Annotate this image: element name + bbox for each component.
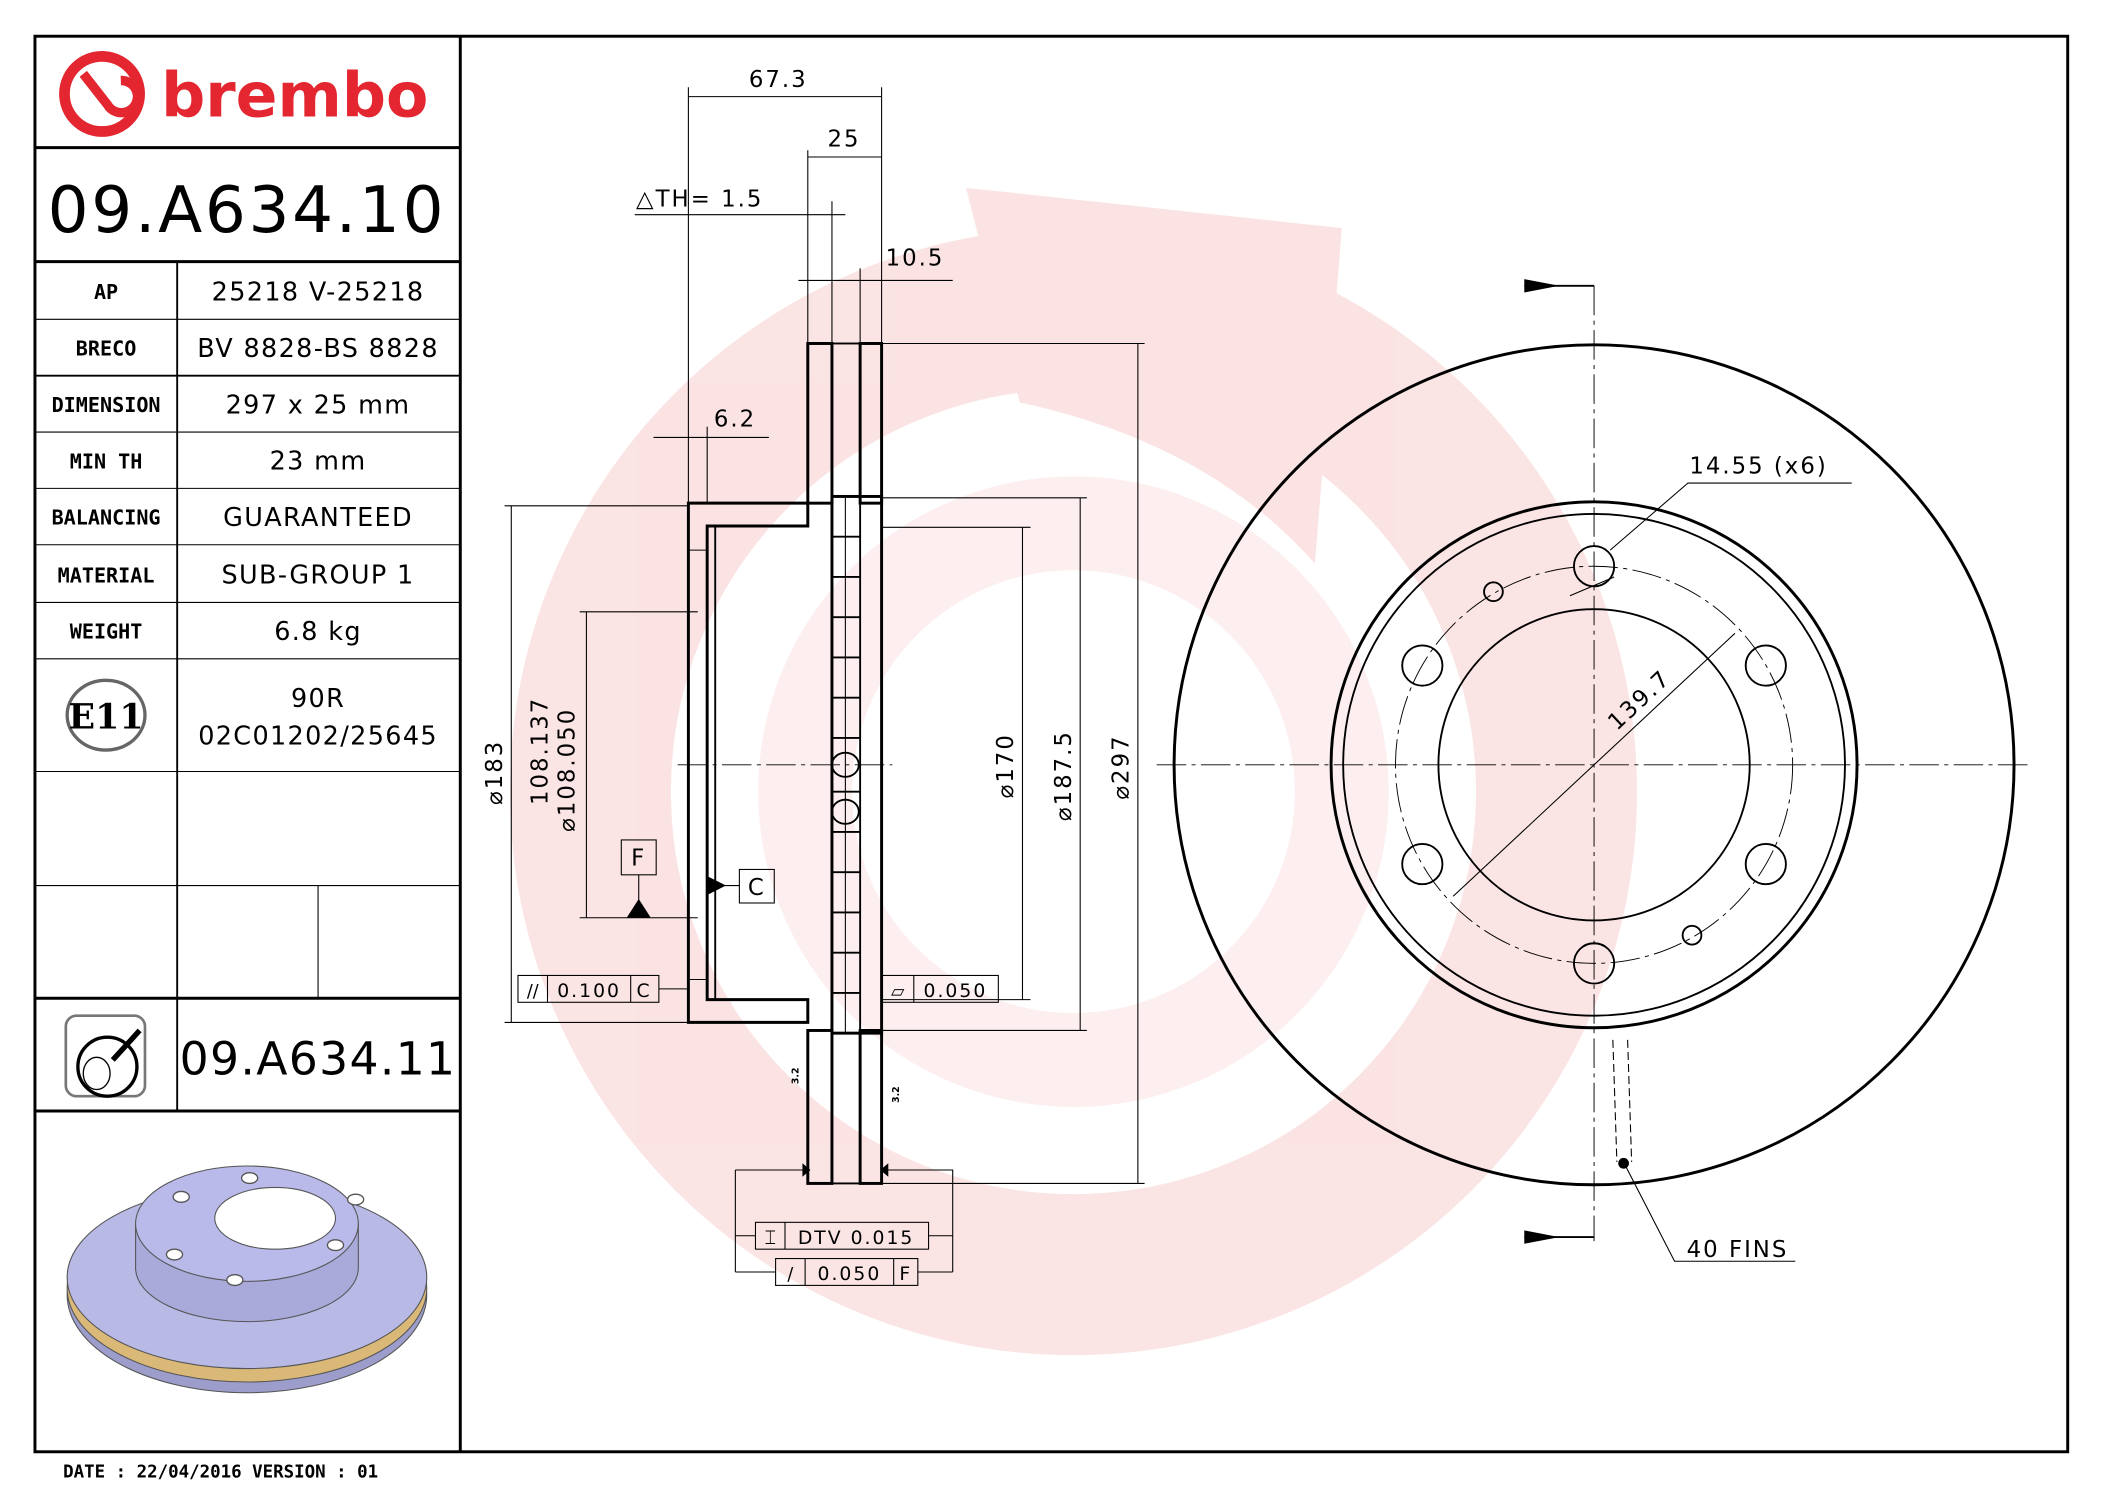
svg-text:F: F bbox=[899, 1264, 912, 1285]
roughness-left: 3.2 bbox=[790, 1068, 801, 1085]
svg-text:DTV 0.015: DTV 0.015 bbox=[798, 1228, 915, 1249]
dim-thickness: 25 bbox=[828, 126, 861, 152]
dim-delta-th: △TH= 1.5 bbox=[636, 187, 763, 213]
datum-f: F bbox=[631, 845, 646, 871]
tolerance-dtv: ⌶ DTV 0.015 bbox=[734, 1163, 954, 1272]
fins-label: 40 FINS bbox=[1687, 1237, 1789, 1263]
dia-187: ⌀187.5 bbox=[1051, 730, 1077, 821]
approval-line2: 02C01202/25645 bbox=[198, 722, 438, 752]
spec-label-dimension: DIMENSION bbox=[52, 393, 161, 417]
alt-part-number: 09.A634.11 bbox=[180, 1033, 457, 1086]
spec-label-material: MATERIAL bbox=[58, 563, 155, 587]
dim-overall-width: 67.3 bbox=[749, 67, 808, 93]
e11-approval-mark bbox=[65, 678, 147, 752]
brand-logo-text: brembo bbox=[161, 60, 428, 132]
dim-flange: 6.2 bbox=[714, 407, 756, 433]
tolerance-parallelism: // 0.100 C bbox=[517, 974, 689, 1003]
tolerance-flatness: ▱ 0.050 bbox=[881, 974, 999, 1003]
svg-text:▱: ▱ bbox=[891, 982, 905, 1002]
svg-text:C: C bbox=[637, 981, 652, 1002]
approval-line1: 90R bbox=[291, 684, 345, 714]
svg-text:/: / bbox=[787, 1265, 793, 1285]
spec-value-min-th: 23 mm bbox=[270, 447, 367, 477]
brembo-watermark bbox=[509, 187, 1638, 1356]
spec-label-balancing: BALANCING bbox=[52, 506, 161, 530]
spec-label-breco: BRECO bbox=[76, 337, 137, 361]
spec-value-weight: 6.8 kg bbox=[274, 617, 362, 647]
section-view: 67.3 25 △TH= 1.5 10.5 6.2 ⌀183 108.137 ⌀… bbox=[482, 67, 1145, 1286]
dia-pilot-max: 108.137 bbox=[528, 697, 554, 805]
dia-pilot-min: ⌀108.050 bbox=[554, 708, 580, 832]
drawing-frame bbox=[33, 34, 2070, 1454]
datum-c: C bbox=[748, 875, 766, 901]
coated-disc-icon bbox=[64, 1014, 147, 1098]
svg-text:⌶: ⌶ bbox=[765, 1228, 776, 1249]
roughness-right: 3.2 bbox=[891, 1086, 902, 1103]
hole-label: 14.55 (x6) bbox=[1689, 454, 1827, 480]
dia-297: ⌀297 bbox=[1108, 734, 1134, 799]
svg-text:0.050: 0.050 bbox=[817, 1264, 881, 1285]
vane-pattern bbox=[831, 535, 861, 994]
specs-table: AP 25218 V-25218 BRECO BV 8828-BS 8828 D… bbox=[34, 261, 461, 1113]
tolerance-runout: / 0.050 F bbox=[735, 1258, 953, 1286]
date-version: DATE : 22/04/2016 VERSION : 01 bbox=[63, 1462, 378, 1482]
svg-text:0.050: 0.050 bbox=[923, 981, 987, 1002]
spec-value-balancing: GUARANTEED bbox=[223, 503, 413, 533]
bolt-holes bbox=[1401, 545, 1787, 985]
spec-label-ap: AP bbox=[94, 280, 118, 304]
datum-c-triangle bbox=[707, 876, 726, 895]
brembo-logo: brembo bbox=[59, 50, 428, 137]
spec-label-weight: WEIGHT bbox=[70, 620, 143, 644]
part-number: 09.A634.10 bbox=[48, 173, 447, 248]
dia-170: ⌀170 bbox=[993, 733, 1019, 798]
spec-label-min-th: MIN TH bbox=[70, 449, 143, 473]
dia-183: ⌀183 bbox=[482, 740, 508, 805]
spec-value-ap: 25218 V-25218 bbox=[212, 278, 425, 308]
spec-value-dimension: 297 x 25 mm bbox=[226, 390, 411, 420]
spec-value-material: SUB-GROUP 1 bbox=[222, 561, 415, 591]
spec-value-breco: BV 8828-BS 8828 bbox=[197, 334, 439, 364]
datum-f-triangle bbox=[626, 898, 651, 918]
svg-text:0.100: 0.100 bbox=[557, 981, 621, 1002]
disc-3d-illustration bbox=[66, 1165, 428, 1394]
dim-vane: 10.5 bbox=[886, 246, 945, 272]
svg-text://: // bbox=[527, 982, 539, 1002]
approval-mark-text: E11 bbox=[69, 697, 144, 738]
